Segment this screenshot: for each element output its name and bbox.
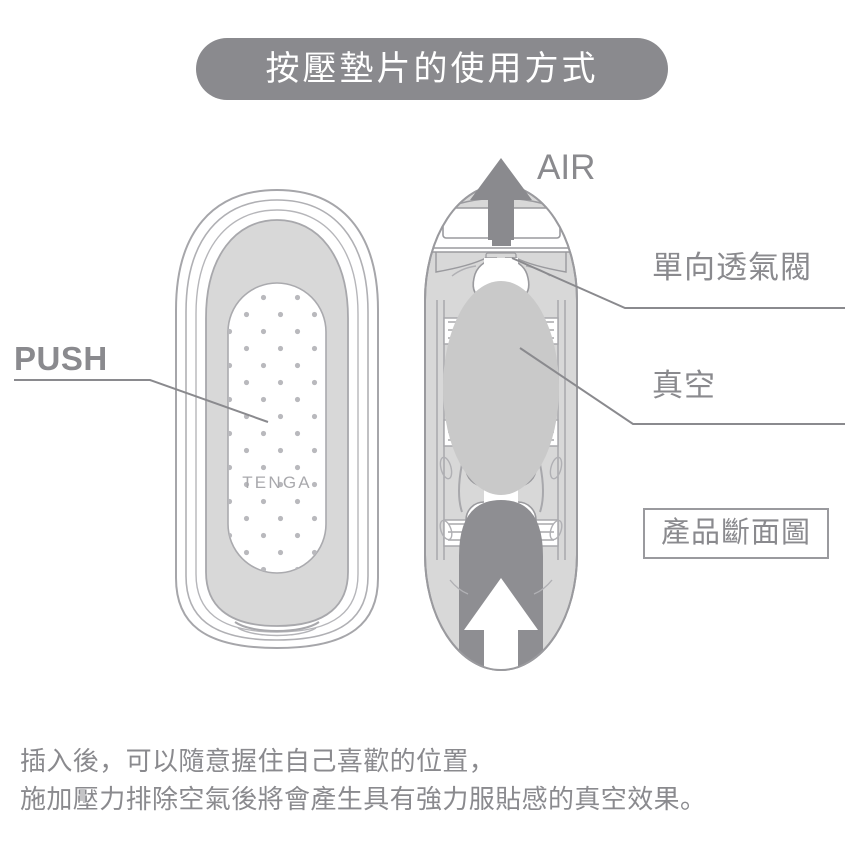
air-label: AIR	[537, 148, 596, 187]
product-base-lip-inner	[237, 627, 317, 637]
product-exterior-view	[14, 188, 379, 650]
vacuum-leader-line	[519, 347, 845, 425]
valve-label: 單向透氣閥	[652, 250, 812, 285]
capsule-outline	[424, 184, 578, 671]
caption-block: 插入後，可以隨意握住自己喜歡的位置， 施加壓力排除空氣後將會產生具有強力服貼感的…	[20, 742, 830, 818]
air-arrow-icon	[470, 158, 532, 240]
insertion-body	[459, 500, 543, 670]
product-cross-section-view	[424, 158, 578, 671]
section-view-badge: 產品斷面圖	[643, 508, 830, 559]
push-pad-dots	[228, 283, 326, 573]
tenga-logo: TENGA	[242, 473, 312, 492]
push-label: PUSH	[14, 340, 108, 377]
page-title-banner: 按壓墊片的使用方式	[196, 38, 668, 100]
product-base-lip	[234, 621, 320, 632]
valve-leader-line	[511, 257, 845, 309]
caption-line-1: 插入後，可以隨意握住自己喜歡的位置，	[20, 746, 496, 776]
insertion-arrow-icon	[464, 578, 538, 670]
caption-line-2: 施加壓力排除空氣後將會產生具有強力服貼感的真空效果。	[20, 784, 707, 814]
page-title: 按壓墊片的使用方式	[265, 50, 599, 88]
section-view-label: 產品斷面圖	[661, 517, 812, 549]
callout-leader-lines	[511, 257, 845, 425]
push-leader-line	[14, 379, 269, 423]
vacuum-cavity	[443, 281, 559, 495]
vacuum-label: 真空	[652, 368, 716, 403]
